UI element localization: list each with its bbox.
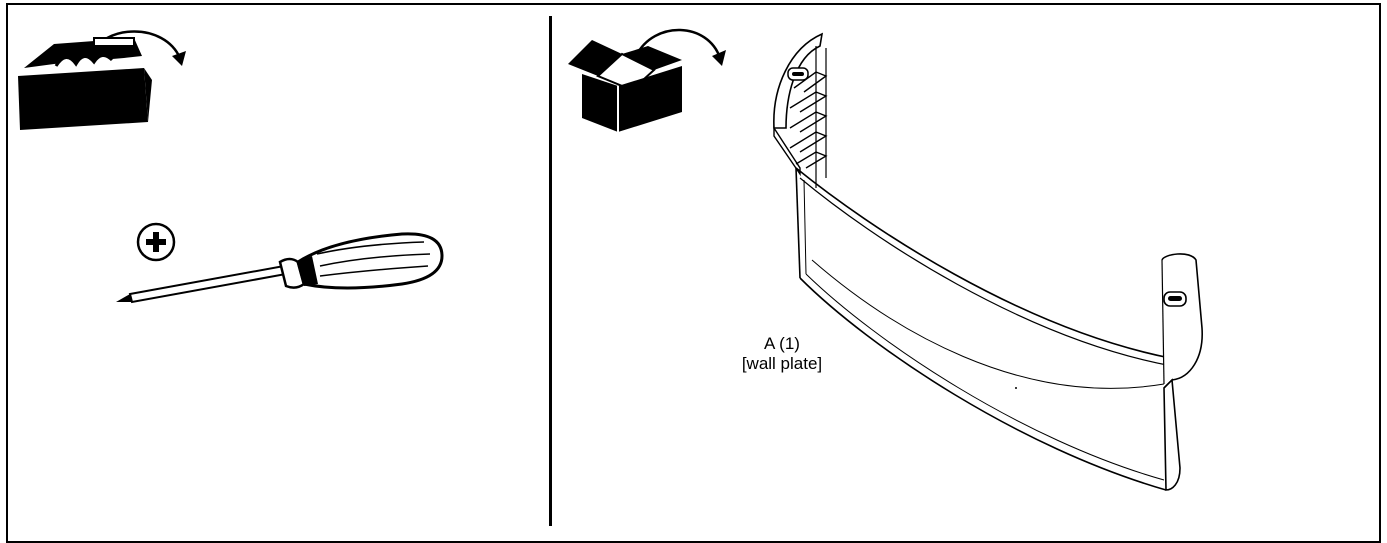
toolbox-icon [18,30,186,130]
wall-plate-drawing [773,32,1203,491]
phillips-screwdriver-icon [116,222,444,304]
panel-divider [549,16,552,526]
open-box-icon [568,28,726,132]
wall-plate-label: A (1) [wall plate] [712,334,852,374]
part-id: A (1) [764,334,800,353]
part-name: [wall plate] [741,354,823,373]
